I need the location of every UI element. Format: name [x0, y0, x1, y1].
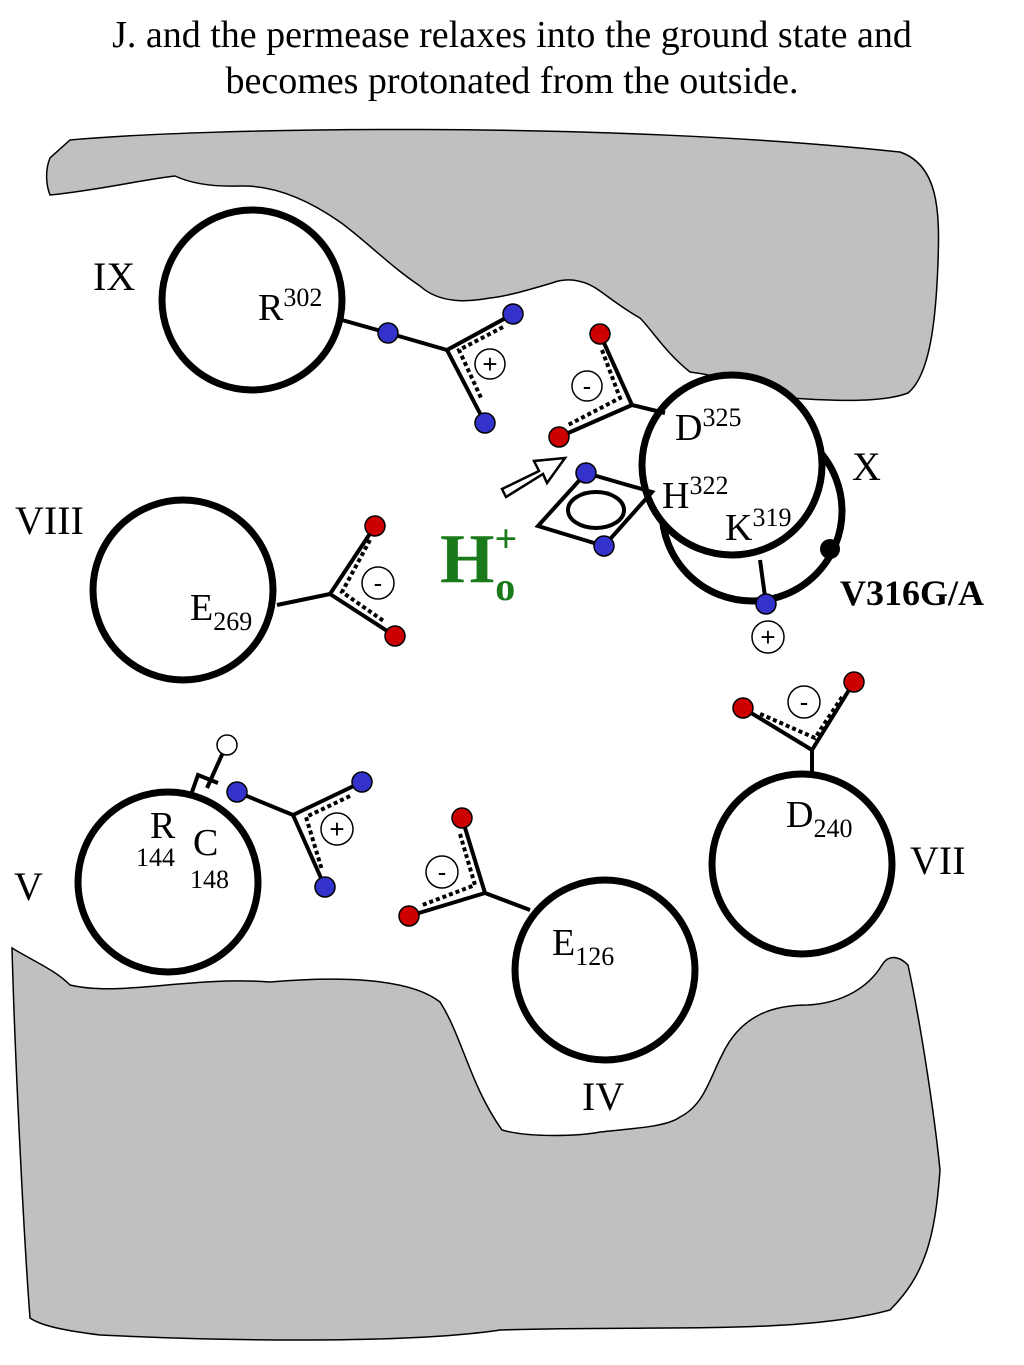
c148-thiol: [190, 734, 238, 793]
r302-sidechain: +: [341, 303, 524, 434]
caption-line-1: J. and the permease relaxes into the gro…: [112, 14, 912, 56]
positive-charge-circle: [320, 812, 354, 846]
nitrogen-atom: [314, 876, 336, 898]
positive-charge-sign: +: [760, 622, 775, 652]
nitrogen-atom: [377, 322, 399, 344]
d240-sidechain: -: [732, 671, 865, 774]
positive-charge-sign: +: [329, 814, 344, 844]
residue-e126-label: E126: [552, 922, 614, 971]
negative-charge-circle: [571, 370, 603, 402]
nitrogen-atom: [593, 535, 615, 557]
oxygen-atom: [398, 905, 420, 927]
helix-x-label: X: [852, 444, 881, 489]
helix-viii-circle: [89, 496, 277, 684]
helix-vii-label: VII: [910, 838, 966, 883]
residue-r144-letter: R: [150, 805, 176, 847]
proton-transfer-arrow: [500, 456, 568, 499]
proton-label: H+o: [440, 516, 517, 609]
helix-ix-label: IX: [93, 254, 135, 299]
residue-r302-label: R302: [258, 283, 322, 329]
nitrogen-atom: [474, 412, 496, 434]
nitrogen-atom: [575, 462, 597, 484]
v316-mutation-dot: [820, 539, 840, 559]
oxygen-atom: [364, 515, 386, 537]
helix-iv-circle: [511, 876, 699, 1064]
nitrogen-atom: [351, 771, 373, 793]
negative-charge-circle: [787, 685, 821, 719]
mutation-label: V316G/A: [840, 573, 984, 613]
helix-ix-circle: [158, 206, 346, 394]
oxygen-atom: [548, 426, 570, 448]
helix-x-circle-front: [638, 371, 826, 559]
positive-charge-circle: [474, 348, 506, 380]
helix-v-label: V: [14, 864, 43, 909]
negative-charge-circle: [361, 566, 395, 600]
nitrogen-atom: [502, 303, 524, 325]
negative-charge-sign: -: [438, 857, 447, 887]
membrane-top: [45, 128, 940, 402]
residue-r144-number: 144: [136, 843, 175, 872]
residue-d325-label: D325: [675, 403, 741, 449]
nitrogen-atom: [755, 593, 777, 615]
residue-h322-label: H322: [662, 471, 728, 517]
residue-c148-number: 148: [190, 865, 229, 894]
oxygen-atom: [589, 323, 611, 345]
helix-v-circle: [74, 788, 262, 976]
helix-vii-circle: [708, 770, 896, 958]
k319-sidechain: +: [751, 559, 785, 654]
negative-charge-sign: -: [374, 568, 383, 598]
oxygen-atom: [732, 697, 754, 719]
hydrogen-atom: [216, 734, 238, 756]
helix-iv-label: IV: [582, 1074, 624, 1119]
negative-charge-sign: -: [800, 687, 809, 717]
negative-charge-sign: -: [583, 371, 592, 401]
residue-e269-label: E269: [190, 587, 252, 636]
oxygen-atom: [384, 625, 406, 647]
h322-imidazole: [534, 462, 656, 557]
residue-k319-label: K319: [725, 503, 791, 549]
membrane-bottom: [11, 946, 941, 1341]
negative-charge-circle: [425, 855, 459, 889]
r144-sidechain: +: [226, 771, 373, 898]
positive-charge-circle: [751, 620, 785, 654]
residue-d240-label: D240: [786, 794, 852, 843]
caption: J. and the permease relaxes into the gro…: [0, 12, 1024, 104]
d325-sidechain: -: [548, 323, 666, 448]
e126-sidechain: -: [398, 807, 531, 927]
oxygen-atom: [451, 807, 473, 829]
caption-line-2: becomes protonated from the outside.: [225, 60, 799, 102]
oxygen-atom: [843, 671, 865, 693]
residue-c148-letter: C: [193, 822, 218, 864]
positive-charge-sign: +: [482, 349, 497, 379]
e269-sidechain: -: [276, 515, 406, 647]
helix-viii-label: VIII: [15, 498, 84, 543]
nitrogen-atom: [226, 781, 248, 803]
